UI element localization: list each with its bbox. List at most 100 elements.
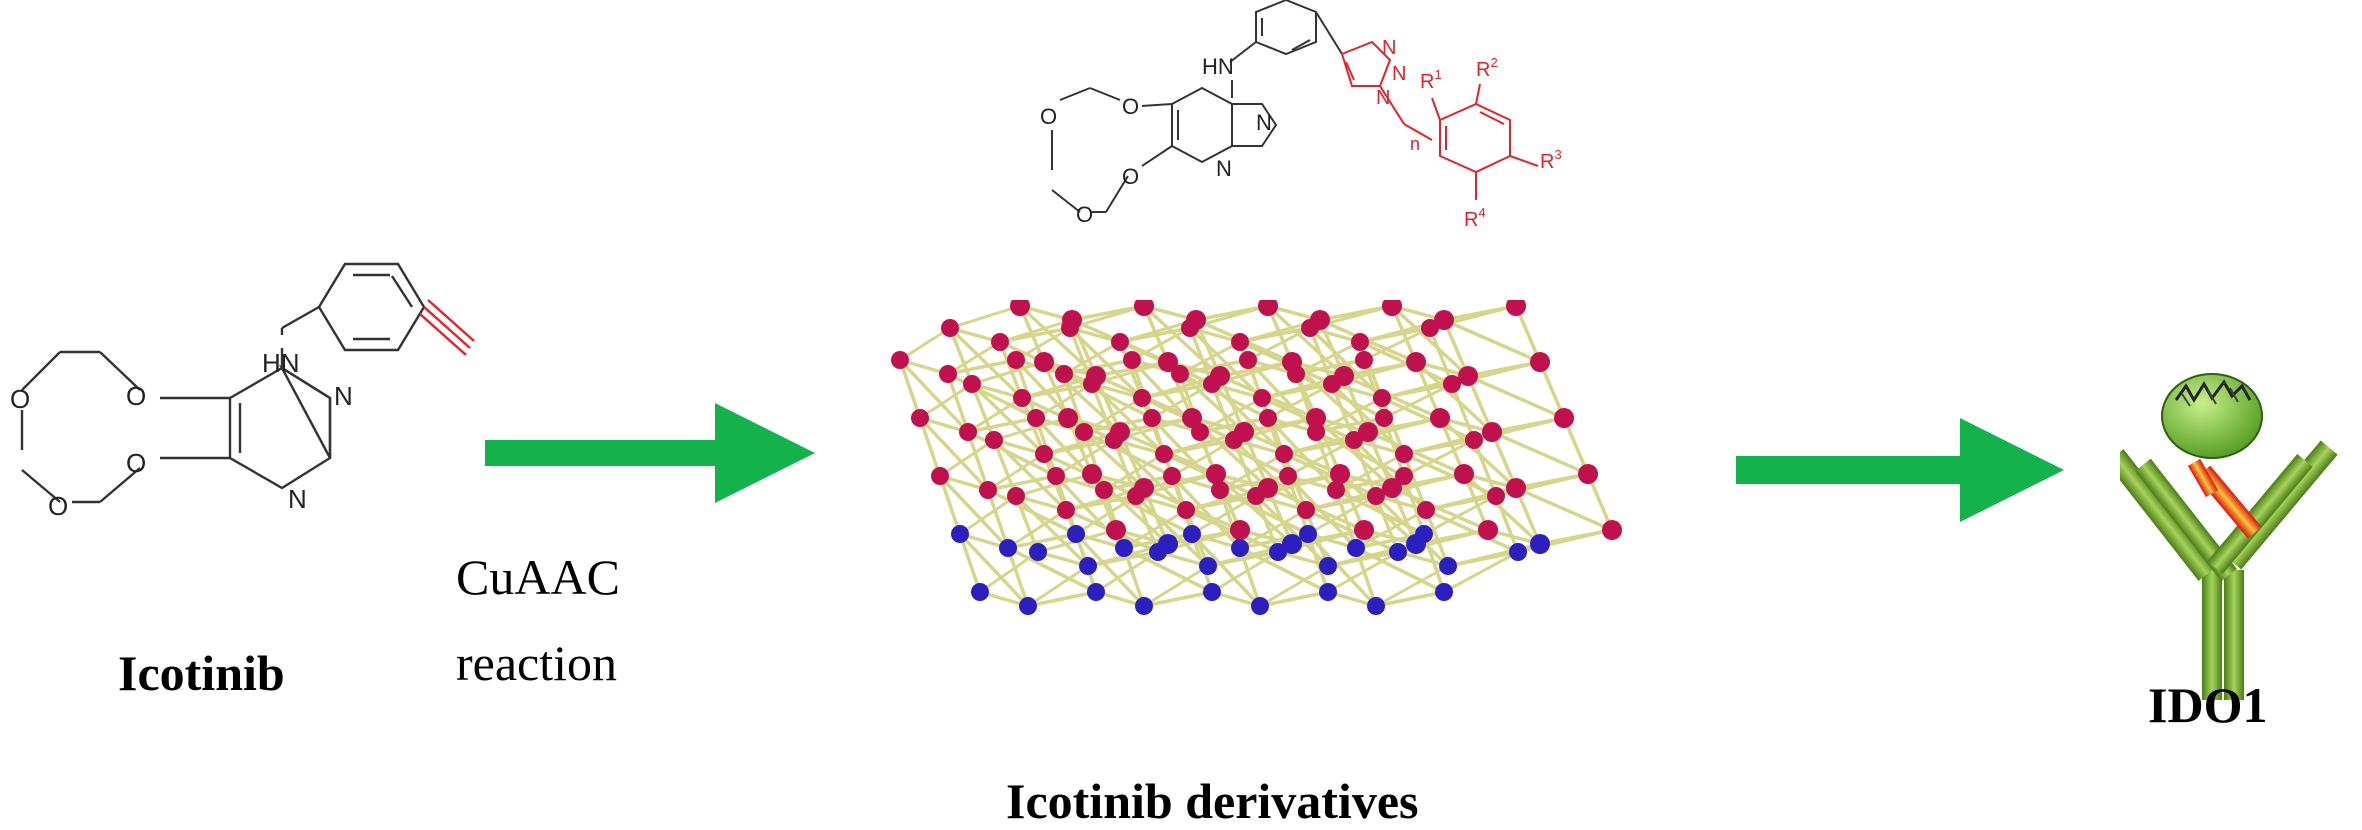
- lattice-node: [1061, 319, 1079, 337]
- lattice-bond: [1195, 304, 1269, 322]
- lattice-bond: [1425, 508, 1519, 554]
- lattice-bond: [987, 474, 1057, 492]
- lattice-bond: [1143, 590, 1213, 608]
- lattice-bond: [1143, 564, 1209, 608]
- lattice-bond: [1007, 532, 1077, 550]
- lattice-bond: [1259, 590, 1329, 608]
- substituent-r2: R2: [1476, 55, 1498, 81]
- lattice-bond: [1018, 304, 1098, 378]
- derivative-structure: HN N N O O O O N N N n R1 R2 R3 R4: [1040, 0, 1562, 231]
- lattice-bond: [1170, 474, 1242, 550]
- reaction-arrow-shape: [485, 403, 815, 503]
- lattice-bond: [948, 327, 974, 385]
- lattice-bond: [1442, 319, 1470, 377]
- lattice-node: [1127, 487, 1145, 505]
- lattice-node: [1095, 481, 1113, 499]
- lattice-bond: [1338, 473, 1366, 531]
- lattice-bond: [1562, 417, 1590, 475]
- lattice-bond: [919, 382, 973, 420]
- lattice-bond: [1403, 438, 1475, 478]
- lattice-bond: [1118, 431, 1146, 489]
- lattice-node: [1183, 525, 1201, 543]
- lattice-bond: [1142, 487, 1170, 545]
- lattice-bond: [1390, 304, 1470, 378]
- lattice-node: [1203, 583, 1221, 601]
- lattice-bond: [1071, 304, 1145, 322]
- lattice-node: [911, 409, 929, 427]
- deriv-atom-o1: O: [1122, 94, 1139, 119]
- lattice-node: [1375, 409, 1393, 427]
- lattice-node: [1133, 389, 1151, 407]
- lattice-bond: [1134, 494, 1210, 568]
- lattice-node: [1406, 534, 1426, 554]
- lattice-bond: [1539, 528, 1613, 546]
- lattice-bond: [1515, 472, 1589, 490]
- lattice-node: [1075, 423, 1093, 441]
- lattice-node: [1382, 300, 1402, 316]
- lattice-bond: [1515, 486, 1613, 532]
- lattice-bond: [938, 475, 962, 535]
- lattice-node: [1035, 445, 1053, 463]
- lattice-node: [1279, 467, 1297, 485]
- lattice-bond: [1211, 550, 1279, 594]
- lattice-bond: [1383, 382, 1453, 420]
- lattice-node: [1554, 408, 1574, 428]
- lattice-node: [1007, 351, 1025, 369]
- lattice-node: [951, 525, 969, 543]
- lattice-node: [891, 351, 909, 369]
- lattice-node: [1351, 333, 1369, 351]
- lattice-bond: [1342, 375, 1370, 433]
- lattice-node: [1395, 467, 1413, 485]
- lattice-node: [1306, 408, 1326, 428]
- lattice-node: [959, 423, 977, 441]
- lattice-node: [1319, 583, 1337, 601]
- atom-o-1: O: [126, 381, 146, 411]
- lattice-bond: [967, 396, 1023, 434]
- lattice-bond: [1472, 439, 1498, 497]
- lattice-node: [1106, 520, 1126, 540]
- lattice-bond: [1443, 304, 1517, 322]
- lattice-node: [999, 539, 1017, 557]
- lattice-bond: [1414, 361, 1442, 419]
- lattice-bond: [1343, 360, 1417, 378]
- lattice-node: [1123, 351, 1141, 369]
- lattice-bond: [967, 430, 1057, 478]
- lattice-node: [1027, 409, 1045, 427]
- lattice-node: [1171, 365, 1189, 383]
- lattice-node: [1319, 557, 1337, 575]
- icotinib-label: Icotinib: [118, 645, 285, 701]
- lattice-bond: [947, 372, 1037, 420]
- lattice-bond: [1438, 417, 1466, 475]
- lattice-node: [1307, 423, 1325, 441]
- lattice-node: [1083, 375, 1101, 393]
- lattice-node: [1105, 431, 1123, 449]
- lattice-bond: [946, 373, 970, 433]
- lattice-bond: [992, 439, 1018, 497]
- lattice-bond: [1266, 487, 1294, 545]
- lattice-node: [1111, 333, 1129, 351]
- lattice-bond: [1391, 486, 1489, 532]
- lattice-bond: [1327, 550, 1399, 594]
- lattice-bond: [939, 438, 995, 478]
- lattice-node: [1007, 487, 1025, 505]
- lattice-node: [1430, 408, 1450, 428]
- lattice-bond: [1239, 508, 1307, 550]
- lattice-bond: [1490, 431, 1518, 489]
- lattice-node: [1115, 539, 1133, 557]
- lattice-node: [1158, 352, 1178, 372]
- atom-o-4: O: [48, 491, 68, 521]
- lattice-node: [1367, 597, 1385, 615]
- icotinib-structure: HN N N O O O O: [10, 262, 475, 521]
- lattice-bond: [1424, 509, 1450, 567]
- lattice-node: [1478, 520, 1498, 540]
- lattice-bond: [1367, 416, 1441, 434]
- lattice-node: [1203, 375, 1221, 393]
- lattice-node: [1087, 583, 1105, 601]
- lattice-node: [1251, 597, 1269, 615]
- lattice-node: [1067, 525, 1085, 543]
- lattice-bond: [1363, 326, 1431, 362]
- lattice-node: [1082, 464, 1102, 484]
- lattice-bond: [1414, 360, 1494, 434]
- lattice-bond: [1343, 374, 1441, 420]
- lattice-bond: [1450, 383, 1476, 441]
